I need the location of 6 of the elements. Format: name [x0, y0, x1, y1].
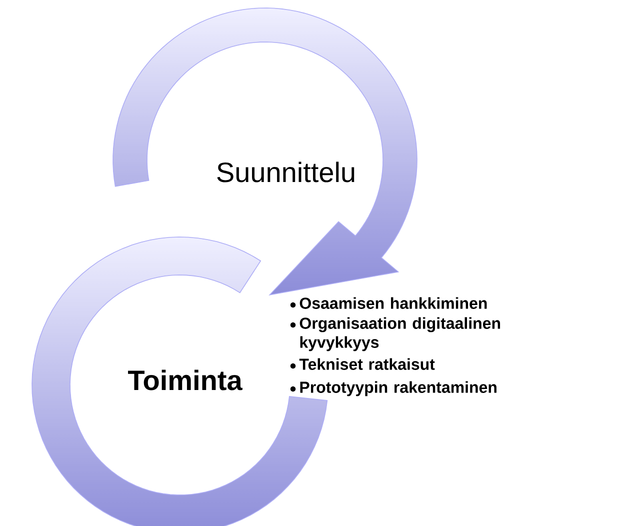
arrow-label: Suunnittelu	[217, 162, 354, 182]
bullet-item: Tekniset ratkaisut	[299, 358, 435, 370]
bullet-item: Osaamisen hankkiminen	[300, 297, 487, 309]
bullet-item: Prototyypin rakentaminen	[300, 381, 496, 396]
bullet-item: Organisaation digitaalinen kyvykkyys	[300, 317, 500, 352]
arrow-label: Toiminta	[128, 370, 242, 390]
